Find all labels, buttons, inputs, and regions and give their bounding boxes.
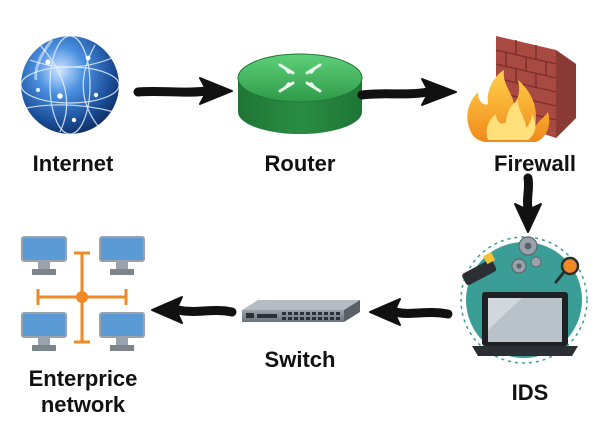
laptop-ids-icon: [460, 236, 588, 364]
gear-icon: [511, 236, 542, 274]
arrow-ids-to-switch: [369, 298, 453, 326]
arrow-firewall-to-ids: [514, 173, 542, 233]
monitor-icon: [99, 236, 145, 275]
magnifier-icon: [554, 256, 580, 284]
firewall-icon: [467, 36, 576, 142]
router-label: Router: [264, 151, 336, 176]
usb-icon: [462, 252, 497, 286]
monitor-icon: [99, 312, 145, 351]
internet-label: Internet: [32, 151, 114, 176]
switch-label: Switch: [264, 347, 336, 372]
arrow-internet-to-router: [133, 77, 233, 105]
enterprise-label-line2: network: [40, 392, 126, 417]
monitor-icon: [21, 312, 67, 351]
switch-ports: [282, 312, 340, 320]
firewall-label: Firewall: [494, 151, 576, 176]
enterprise-label-line1: Enterprice: [28, 366, 138, 391]
switch-icon: [242, 300, 360, 322]
enterprise-network-label: Enterprice network: [0, 366, 166, 418]
ids-label: IDS: [511, 380, 549, 405]
arrow-switch-to-enterprise: [151, 296, 237, 324]
monitor-icon: [21, 236, 67, 275]
arrow-router-to-firewall: [357, 78, 457, 106]
network-icon: [21, 236, 145, 351]
router-icon: [237, 53, 363, 134]
globe-icon: [20, 35, 120, 135]
